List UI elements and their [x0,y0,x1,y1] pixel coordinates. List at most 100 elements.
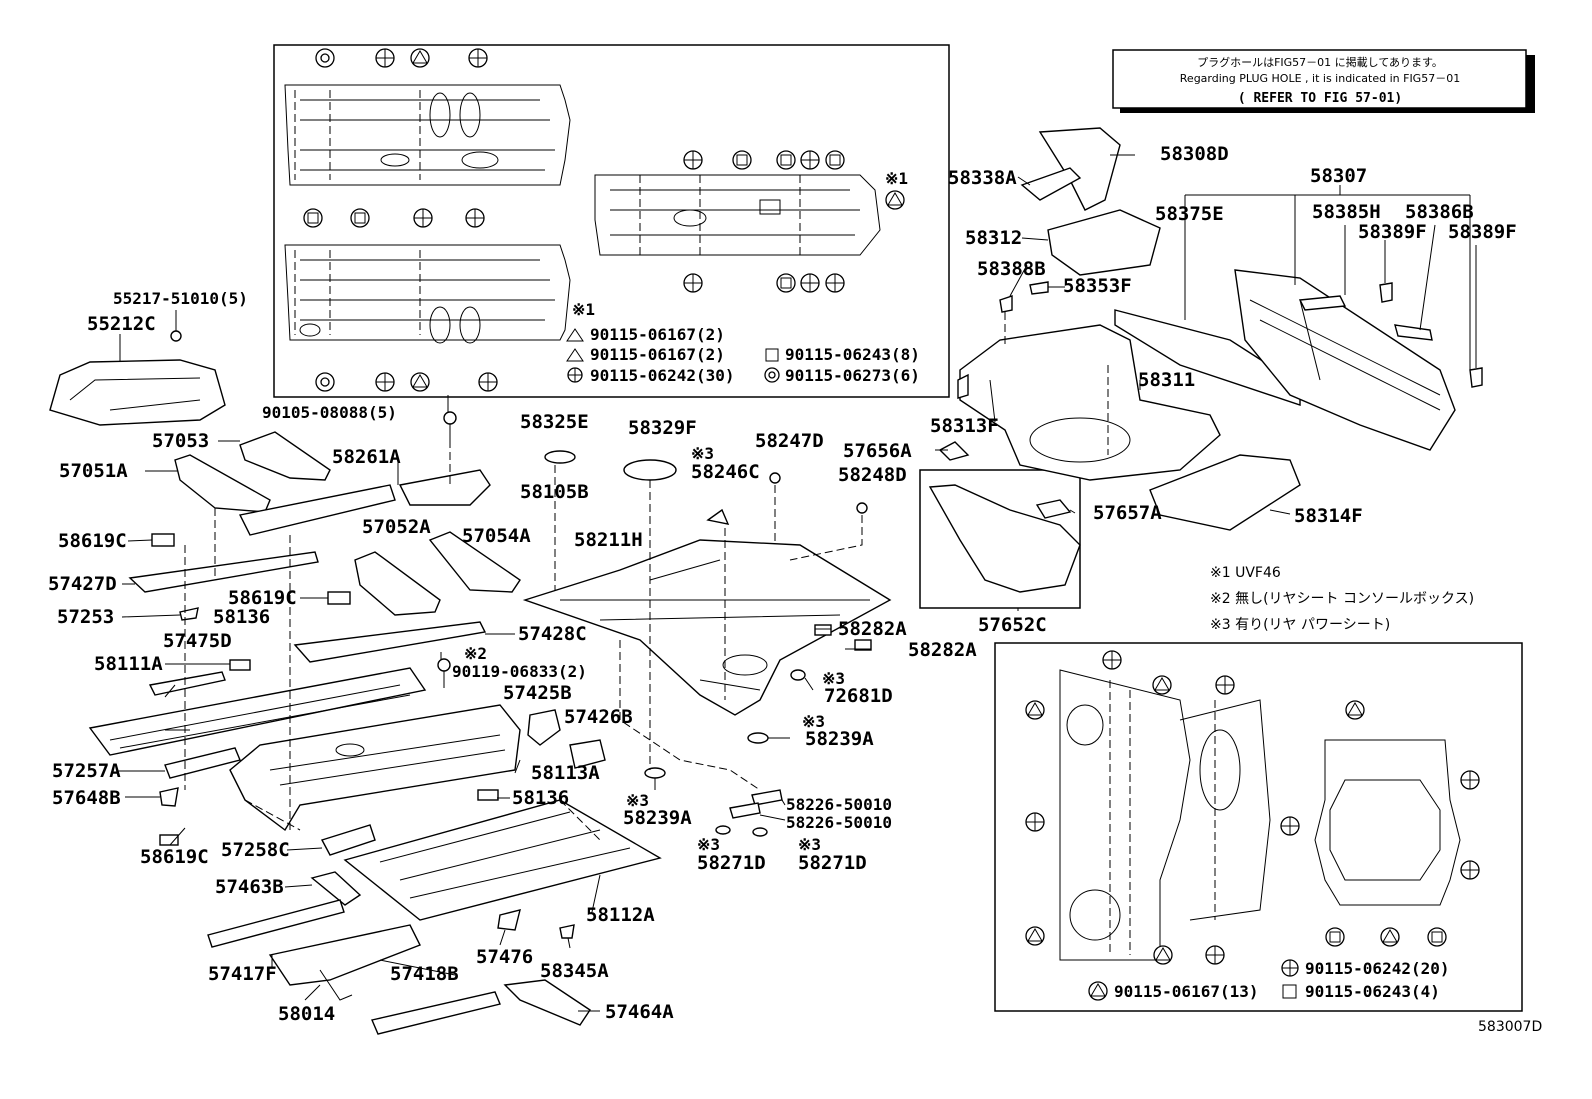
inset-back-panel-drawing [1059,669,1271,961]
plug-hole-notice: プラグホールはFIG57－01 に掲載してあります。 Regarding PLU… [1112,49,1535,113]
label-58308D: 58308D [1160,143,1229,165]
part-labels: 55217-51010(5) 55212C 90105-08088(5) 570… [48,143,1517,1025]
part-58111A-drawing [88,667,427,756]
label-90119: 90119-06833(2) [452,662,587,681]
label-57648B: 57648B [52,787,121,809]
screw-triangle-symbol [1380,927,1400,947]
label-58239A-2: 58239A [805,728,874,750]
nut-square-symbol [1427,927,1447,947]
label-58329F: 58329F [628,417,697,439]
part-58248D-drawing [856,502,868,514]
screw-triangle-symbol [410,372,430,392]
label-57417F: 57417F [208,963,277,985]
part-58389F-drawing [1379,282,1393,303]
bolt-cross-symbol [825,273,845,293]
part-57253-drawing [179,607,199,621]
nut-square-symbol [732,150,752,170]
part-58388B-drawing [999,295,1013,313]
part-57052A-drawing [354,551,441,616]
part-57425B-drawing [527,709,561,746]
bolt-cross-symbol [683,273,703,293]
label-55217: 55217-51010(5) [113,289,248,308]
label-90105: 90105-08088(5) [262,403,397,422]
part-58353F-drawing [1029,281,1049,295]
screw-triangle-symbol [1345,700,1365,720]
inset-floor-drawing-2 [284,244,571,344]
part-58385H-drawing [1298,295,1347,311]
label-58226: 58226-50010 [786,795,892,814]
bolt-cross-symbol [1460,860,1480,880]
legend-note-mark: ※1 [572,300,595,319]
bolt-cross-symbol [1025,812,1045,832]
fastener-symbols-bottom [1025,650,1480,965]
nut-square-symbol [350,208,370,228]
label-57428C: 57428C [518,623,587,645]
mark-m3: ※3 [691,444,714,463]
label-58386B: 58386B [1405,201,1474,223]
part-58313F-drawing [957,373,969,399]
mark-m3: ※3 [822,669,845,688]
screw-triangle-symbol [1152,675,1172,695]
part-58307-drawing [1234,269,1456,451]
bolt-cross-symbol [800,150,820,170]
label-57253: 57253 [57,606,114,628]
label-58375E: 58375E [1155,203,1224,225]
part-58271D-drawing [752,827,768,837]
screw-triangle-symbol [1025,926,1045,946]
label-57052A: 57052A [362,516,431,538]
label-58239A: 58239A [623,807,692,829]
label-72681D: 72681D [824,685,893,707]
legend-item: 90115-06167(13) [1114,982,1259,1001]
notice-jp: プラグホールはFIG57－01 に掲載してあります。 [1197,55,1443,69]
label-57257A: 57257A [52,760,121,782]
label-58312: 58312 [965,227,1022,249]
label-58261A: 58261A [332,446,401,468]
notice-en: Regarding PLUG HOLE , it is indicated in… [1180,72,1460,85]
legend-item: 90115-06242(30) [590,366,735,385]
label-58345A: 58345A [540,960,609,982]
label-58282A: 58282A [838,618,907,640]
part-58314F-drawing [1149,454,1301,531]
washer-symbol [315,48,335,68]
part-58105B-drawing [398,469,491,506]
bolt-cross-symbol [413,208,433,228]
notice-ref: ( REFER TO FIG 57-01) [1238,91,1402,106]
label-58314F: 58314F [1294,505,1363,527]
bolt-cross-symbol [1205,945,1225,965]
part-58112A-drawing [343,799,662,921]
bolt-cross-symbol [1280,816,1300,836]
part-57657A-drawing [1035,499,1072,519]
part-57648B-drawing [159,787,179,807]
part-58619C-pad [151,533,175,547]
part-58312-drawing [1047,209,1161,276]
label-58247D: 58247D [755,430,824,452]
bolt-cross-symbol [478,372,498,392]
part-58386B-drawing [1394,324,1433,341]
label-58325E: 58325E [520,411,589,433]
mark-m2: ※2 [464,644,487,663]
legend-item: 90115-06243(4) [1305,982,1440,1001]
figure-code: 583007D [1478,1019,1542,1035]
part-57258C-drawing [320,824,376,856]
bolt-cross-symbol [800,273,820,293]
part-58271D-drawing [715,825,731,835]
part-58345A-drawing [559,924,575,939]
part-90105-bolt [443,411,457,425]
inset-tank-panel-drawing [1314,739,1461,906]
label-57652C: 57652C [978,614,1047,636]
label-57464A: 57464A [605,1001,674,1023]
label-57418B: 57418B [390,963,459,985]
inset-box-top: ※1 ※1 90115-06167(2) 90115-06167(2) 9011… [273,44,950,398]
part-58261A-drawing [238,484,396,536]
label-58389F: 58389F [1358,221,1427,243]
bolt-cross-symbol [1102,650,1122,670]
part-58226-drawing [729,802,761,819]
part-57426B-drawing [569,739,606,769]
label-58619C: 58619C [58,530,127,552]
washer-symbol [315,372,335,392]
part-58136-pad [229,659,251,671]
inset-floor-drawing-1 [284,84,571,186]
legend-item: 90115-06273(6) [785,366,920,385]
nut-square-symbol [776,150,796,170]
mark-m3: ※3 [802,712,825,731]
